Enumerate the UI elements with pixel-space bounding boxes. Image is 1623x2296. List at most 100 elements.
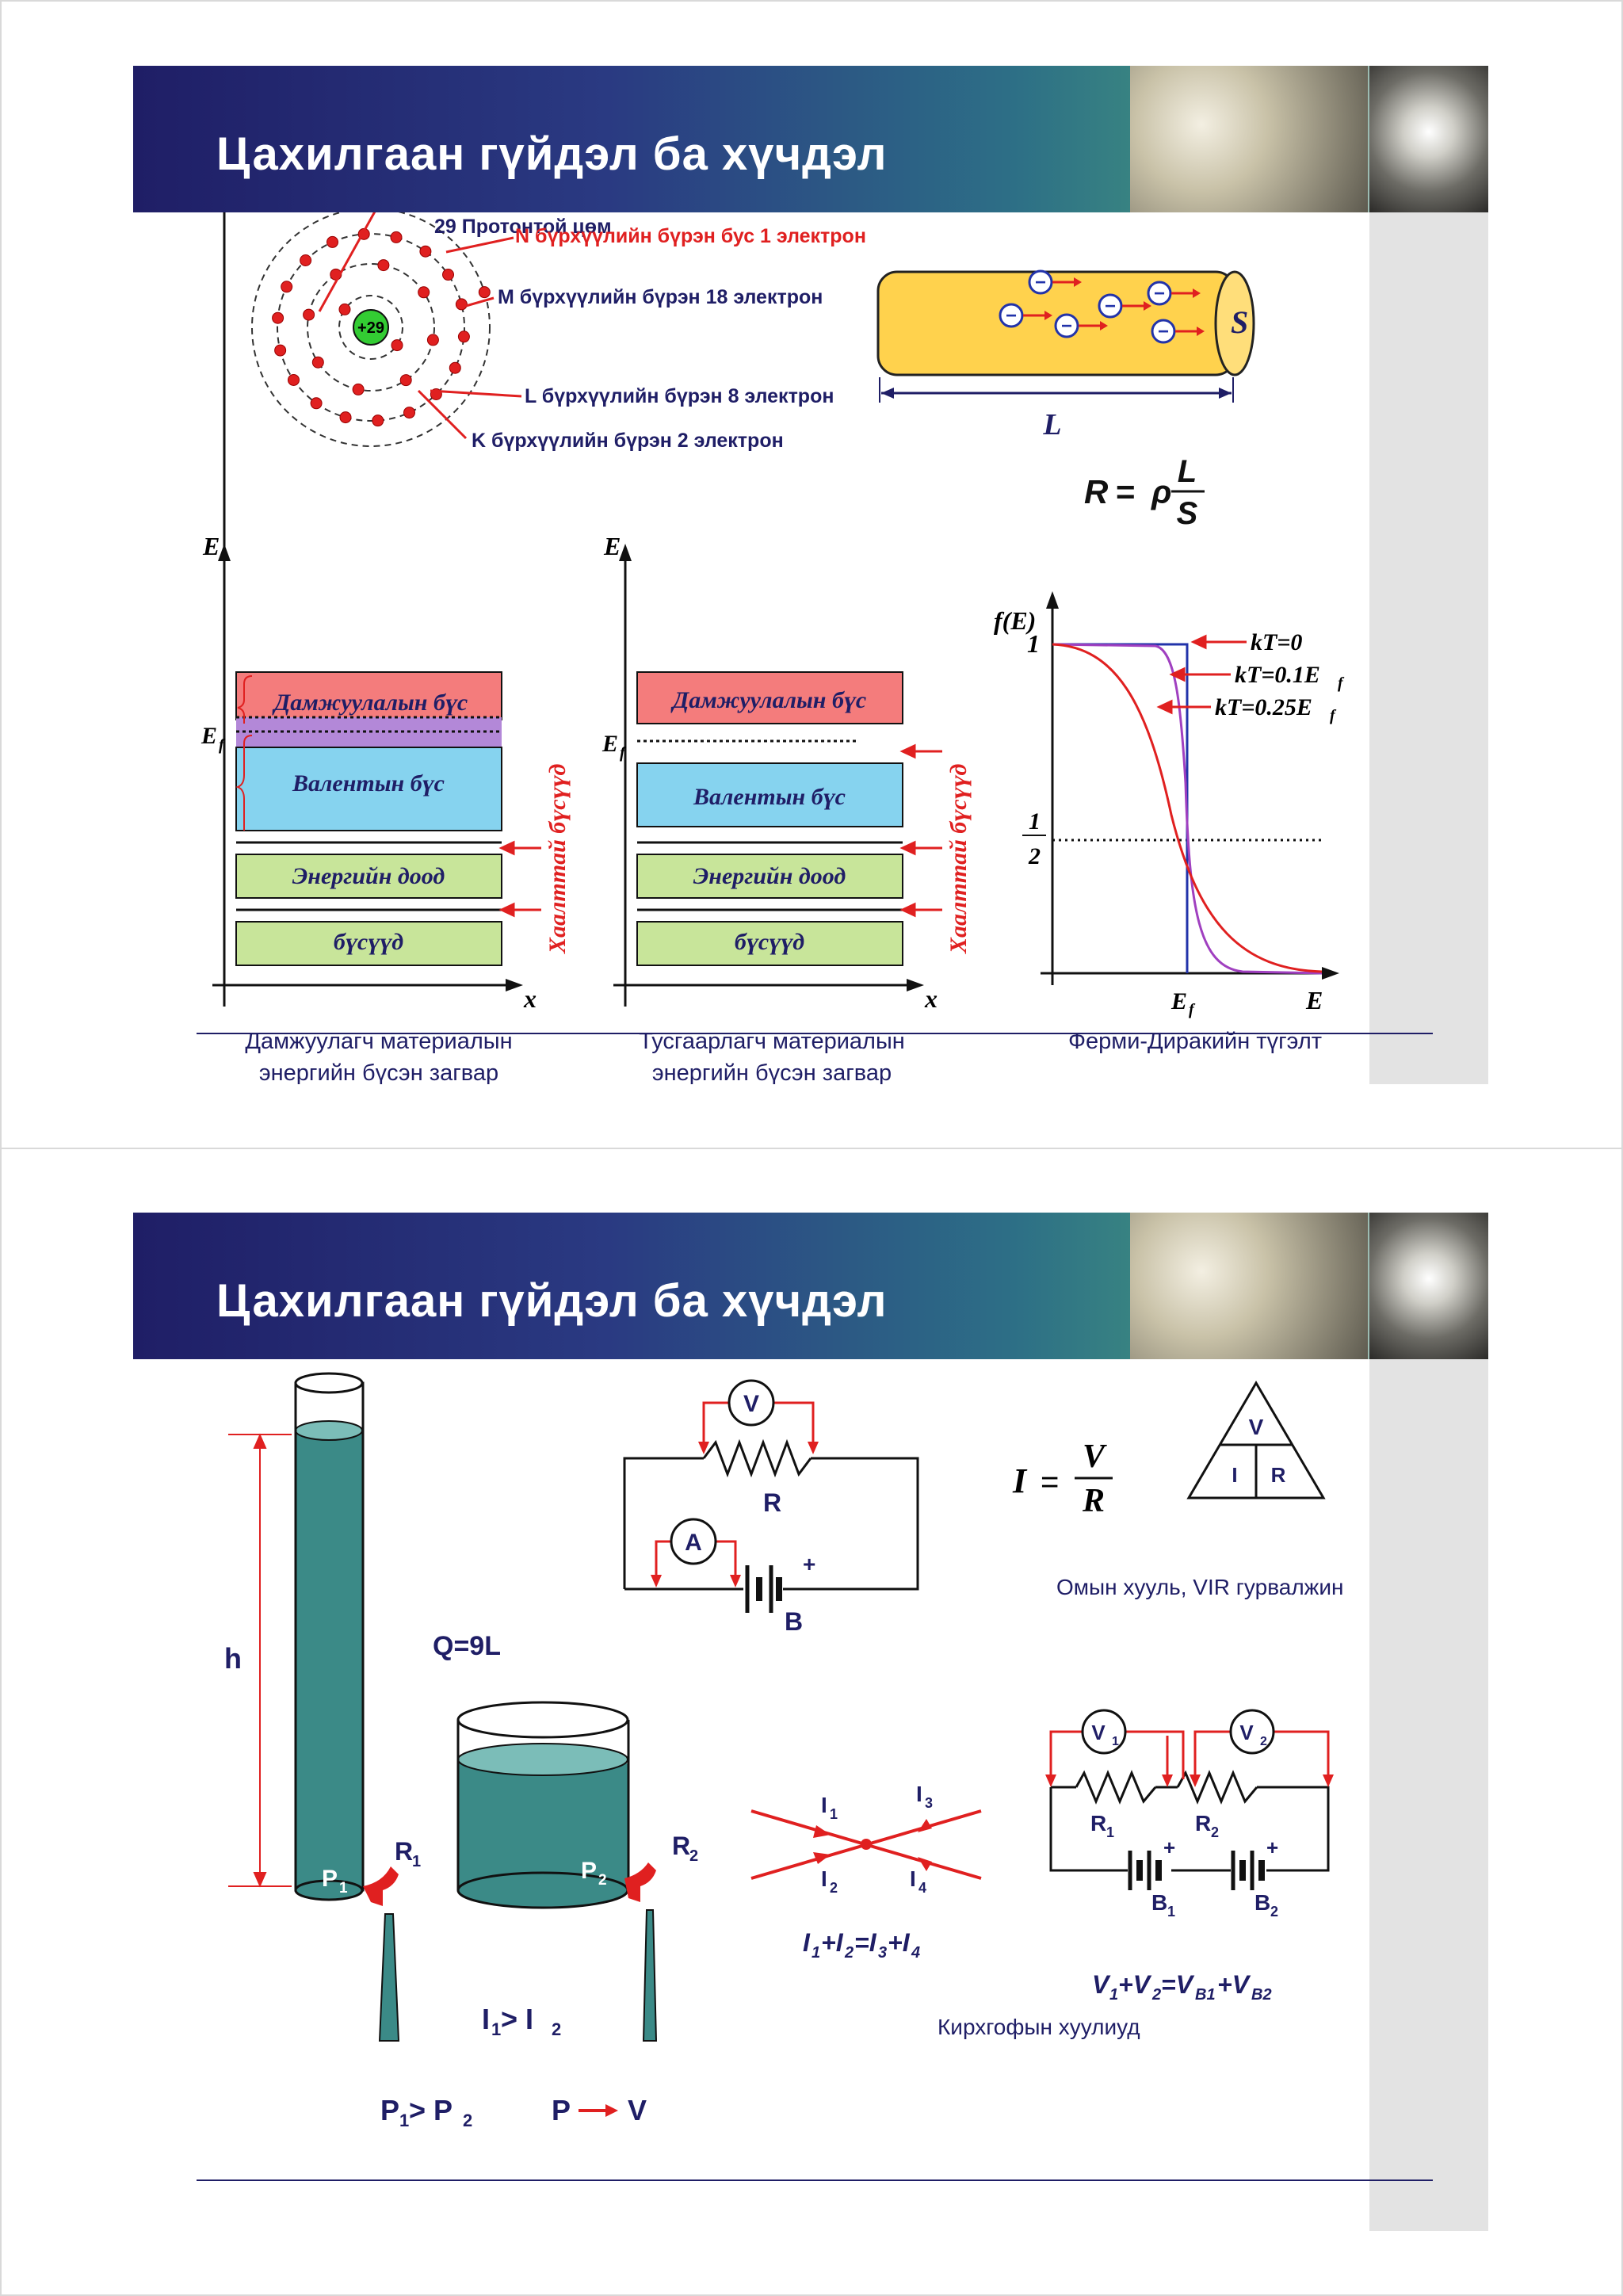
svg-text:kT=0: kT=0: [1251, 629, 1302, 655]
svg-text:1: 1: [1027, 629, 1040, 658]
simple-circuit: + B R V A: [623, 1379, 919, 1636]
svg-text:Хаалттай бүсүүд: Хаалттай бүсүүд: [544, 763, 571, 954]
svg-text:2: 2: [1151, 1986, 1161, 2004]
length-label: L: [1042, 408, 1061, 441]
slide-1: Цахилгаан гүйдэл ба хүчдэл +29 29 Протон…: [133, 66, 1488, 1084]
electron-symbol: [999, 303, 1024, 328]
svg-text:I: I: [1012, 1461, 1028, 1500]
slide-sidebar: [1369, 1359, 1488, 2231]
svg-text:h: h: [224, 1642, 242, 1675]
svg-text:2: 2: [598, 1872, 607, 1889]
electron-dot: [274, 344, 287, 357]
electron-dot: [377, 259, 390, 272]
svg-text:+V: +V: [1118, 1970, 1152, 1999]
electron-dot: [390, 231, 403, 243]
svg-text:I: I: [916, 1782, 922, 1806]
svg-text:1: 1: [339, 1880, 348, 1897]
svg-text:4: 4: [911, 1944, 920, 1962]
svg-text:1: 1: [1112, 1735, 1119, 1748]
n-shell-label: N бүрхүүлийн бүрэн бус 1 электрон: [515, 225, 866, 247]
svg-text:E: E: [603, 532, 621, 560]
svg-text:V: V: [1239, 1721, 1254, 1744]
nucleus: [353, 309, 389, 346]
svg-text:Дамжуулалын бүс: Дамжуулалын бүс: [272, 690, 468, 716]
slide-2-figures: h P 1 R 1 Q=9L P 2 R 2 I 1 > I 2 P: [224, 1372, 1344, 2130]
svg-text:I: I: [803, 1928, 811, 1957]
nucleus-label: 29 Протонтой цөм: [434, 216, 612, 238]
svg-text:P: P: [322, 1866, 338, 1892]
svg-text:E: E: [1305, 986, 1323, 1014]
svg-text:энергийн бүсэн загвар: энергийн бүсэн загвар: [259, 1060, 498, 1084]
electron-dot: [300, 254, 312, 267]
bottom-rule: [197, 2179, 1433, 2181]
electron-dot: [455, 298, 468, 311]
svg-text:V: V: [1249, 1415, 1264, 1439]
electron-symbol: [1054, 313, 1079, 338]
bottom-rule: [197, 1033, 1433, 1034]
slide-2: Цахилгаан гүйдэл ба хүчдэл h P 1 R 1: [133, 1213, 1488, 2231]
slide-title: Цахилгаан гүйдэл ба хүчдэл: [216, 128, 888, 180]
svg-text:R: R: [1084, 473, 1109, 510]
electron-sign: −: [1154, 283, 1165, 304]
svg-text:+: +: [803, 1552, 815, 1576]
svg-text:Энергийн доод: Энергийн доод: [693, 863, 846, 889]
svg-text:2: 2: [689, 1847, 698, 1865]
svg-text:2: 2: [1211, 1824, 1219, 1840]
electron-dot: [372, 415, 384, 427]
svg-text:Энергийн доод: Энергийн доод: [292, 863, 445, 889]
electron-dot: [442, 269, 455, 281]
svg-text:1: 1: [491, 2019, 501, 2039]
title-banner: Цахилгаан гүйдэл ба хүчдэл: [133, 66, 1488, 212]
water-analogy: h P 1 R 1 Q=9L P 2 R 2 I 1 > I 2 P: [224, 1372, 698, 2130]
electron-drift-arrowhead: [1074, 277, 1082, 287]
svg-text:1: 1: [1029, 808, 1041, 835]
svg-text:kT=0.1E: kT=0.1E: [1235, 662, 1320, 688]
svg-text:1: 1: [412, 1853, 421, 1870]
insulator-band-diagram: E x E f Дамжуулалын бүс Валентын бүс Эне…: [601, 532, 972, 1084]
svg-text:Дамжуулалын бүс: Дамжуулалын бүс: [670, 687, 866, 713]
svg-text:3: 3: [878, 1944, 887, 1962]
electron-dot: [391, 339, 403, 352]
k-shell-label: K бүрхүүлийн бүрэн 2 электрон: [472, 430, 784, 452]
svg-text:2: 2: [552, 2019, 561, 2039]
kirchhoff-junction: I 1 I 2 I 3 I 4 I 1 +I 2 =I 3 +I 4: [750, 1782, 982, 1962]
svg-text:+V: +V: [1217, 1970, 1251, 1999]
m-shell-label: M бүрхүүлийн бүрэн 18 электрон: [498, 286, 823, 308]
svg-text:A: A: [685, 1530, 702, 1556]
svg-text:+I: +I: [821, 1928, 844, 1957]
electron-symbol: [1151, 319, 1176, 344]
svg-text:V: V: [1083, 1438, 1107, 1475]
svg-text:B: B: [1151, 1890, 1167, 1915]
electron-sign: −: [1006, 305, 1017, 327]
electron-drift-arrowhead: [1100, 321, 1108, 330]
l-shell-label: L бүрхүүлийн бүрэн 8 электрон: [525, 385, 834, 407]
svg-text:E: E: [200, 723, 217, 749]
electron-dot: [287, 373, 300, 386]
conductor-band-diagram: E x E f Дамжуулалын бүс Валентын бүс Эне…: [200, 212, 571, 1084]
svg-text:энергийн бүсэн загвар: энергийн бүсэн загвар: [652, 1060, 892, 1084]
title-banner: Цахилгаан гүйдэл ба хүчдэл: [133, 1213, 1488, 1359]
electron-sign: −: [1158, 321, 1169, 342]
electron-dot: [272, 311, 285, 324]
svg-text:+: +: [1266, 1836, 1278, 1859]
flow-label: Q=9L: [433, 1631, 501, 1661]
svg-text:f: f: [1338, 674, 1345, 692]
svg-text:2: 2: [1270, 1904, 1278, 1920]
electron-dot: [281, 281, 293, 293]
svg-text:=V: =V: [1161, 1970, 1195, 1999]
svg-text:P: P: [380, 2094, 399, 2126]
svg-text:f: f: [620, 744, 627, 762]
svg-text:2: 2: [844, 1944, 854, 1962]
svg-text:V: V: [1092, 1970, 1111, 1999]
svg-text:4: 4: [918, 1880, 926, 1896]
svg-text:2: 2: [830, 1880, 838, 1896]
svg-text:Валентын бүс: Валентын бүс: [693, 784, 846, 810]
svg-text:ρ: ρ: [1151, 473, 1171, 510]
svg-text:1: 1: [830, 1806, 838, 1822]
svg-text:V: V: [1091, 1721, 1106, 1744]
svg-text:R: R: [1195, 1811, 1211, 1836]
electron-dot: [457, 330, 470, 343]
svg-text:E: E: [601, 731, 618, 757]
svg-text:R: R: [763, 1488, 781, 1517]
svg-text:1: 1: [1106, 1824, 1114, 1840]
